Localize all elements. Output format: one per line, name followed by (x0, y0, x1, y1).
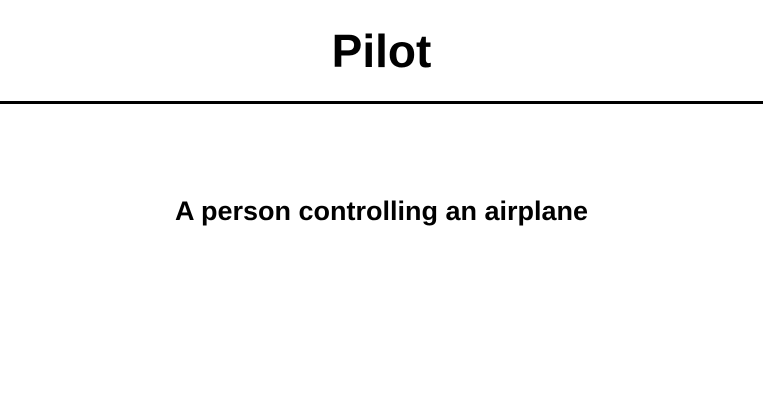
term-header: Pilot (0, 0, 763, 104)
term-title: Pilot (331, 25, 432, 77)
definition-text: A person controlling an airplane (174, 196, 589, 226)
